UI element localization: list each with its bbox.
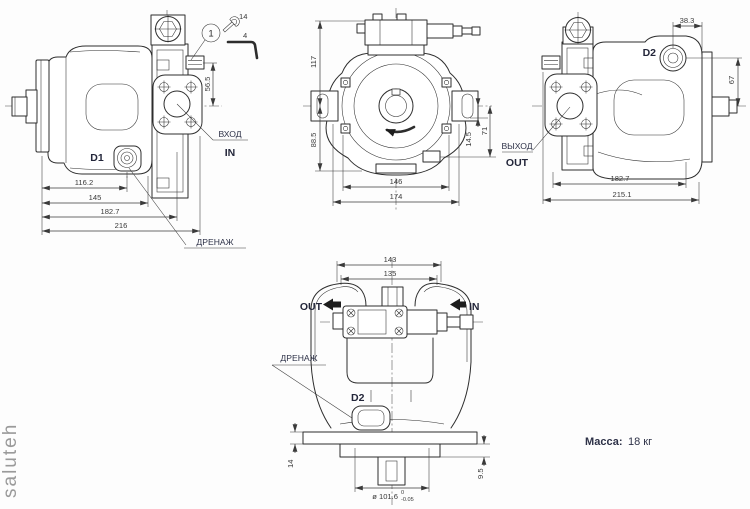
- outlet-label-en: OUT: [506, 157, 529, 169]
- watermark-text: saluteh: [0, 423, 21, 498]
- dim-diameter-tol-lower: -0.05: [401, 497, 414, 503]
- dim-9-5: 9.5: [476, 468, 485, 479]
- hex-key-icon: [226, 40, 259, 60]
- lower-right-port: [422, 150, 441, 163]
- side-port-left: [310, 90, 339, 122]
- dim-71: 71: [480, 127, 489, 135]
- dims-top-width: 143 135: [336, 255, 442, 285]
- dim-216: 216: [115, 221, 128, 230]
- d2-label: D2: [643, 47, 657, 59]
- outlet-leader: ВЫХОД OUT: [501, 106, 571, 169]
- dim-135: 135: [384, 269, 397, 278]
- drain-leader-top: ДРЕНАЖ: [271, 353, 353, 419]
- dim-67: 67: [727, 76, 736, 84]
- bottom-tab: [375, 163, 417, 174]
- dim-14: 14: [286, 460, 295, 468]
- dim-116-2: 116.2: [75, 178, 93, 187]
- d2-label-top: D2: [351, 392, 365, 404]
- out-label: OUT: [300, 301, 323, 313]
- keyway: [391, 88, 401, 96]
- dim-182-7-right: 182.7: [610, 174, 629, 183]
- fitting-threaded-right: [541, 55, 561, 70]
- outlet-label-ru: ВЫХОД: [501, 141, 532, 151]
- mass-label: Масса:: [585, 436, 623, 448]
- mass-value: 18 кг: [628, 436, 652, 448]
- control-valve-top-view: [332, 305, 474, 339]
- dim-56-5: 56.5: [203, 77, 212, 92]
- dim-117: 117: [309, 56, 318, 68]
- dims-left-view: 56.5 116.2 145 182.7 216: [41, 62, 217, 235]
- end-cap: [701, 51, 713, 163]
- adjust-screw-cap: [471, 26, 481, 36]
- dim-38-3: 38.3: [680, 16, 695, 25]
- drive-shaft-right: [711, 96, 738, 117]
- drain-port-d1: [113, 145, 142, 172]
- wrench-size-label: 14: [239, 12, 247, 21]
- mounting-flange-top: [302, 431, 478, 458]
- inlet-label-en: IN: [225, 147, 236, 159]
- dim-215-1: 215.1: [612, 190, 631, 199]
- view-side-left: ВХОД IN ДРЕНАЖ D1 56.5 116.2 145 182.7 2…: [5, 10, 259, 249]
- fitting-threaded: [185, 55, 205, 70]
- dim-182-7: 182.7: [100, 207, 119, 216]
- shaft-hub: [378, 88, 414, 124]
- hex-key-size-label: 4: [243, 31, 247, 40]
- dim-146: 146: [390, 177, 403, 186]
- dims-right-view: 38.3 67 182.7 215.1: [542, 16, 742, 204]
- inlet-label-ru: ВХОД: [218, 129, 241, 139]
- inlet-leader: ВХОД IN: [176, 103, 248, 159]
- dim-14-5: 14.5: [464, 132, 473, 147]
- screw-cap-top: [459, 314, 474, 330]
- adjust-screw-hex: [452, 25, 463, 37]
- callout-number: 1: [208, 29, 213, 40]
- screw-hex-top: [436, 312, 448, 332]
- dim-174: 174: [390, 192, 403, 201]
- shaft-end-bottom: [377, 456, 406, 486]
- tool-callout: 1 14 4: [190, 12, 259, 61]
- drive-shaft: [11, 89, 38, 124]
- view-front: 117 88.5 146 174 14.5 71: [303, 8, 496, 212]
- view-top: 143 135: [271, 255, 490, 505]
- drain-label: ДРЕНАЖ: [196, 237, 233, 247]
- dim-88-5: 88.5: [309, 133, 318, 148]
- drain-label-top: ДРЕНАЖ: [280, 353, 317, 363]
- dims-front-view: 117 88.5 146 174 14.5 71: [309, 20, 496, 206]
- view-side-right: D2 ВЫХОД OUT 38.3 67 182.7 215.1: [501, 12, 748, 204]
- drain-port-top: [351, 405, 391, 431]
- dim-143: 143: [384, 255, 397, 264]
- d1-label: D1: [90, 152, 104, 164]
- dims-top-bottom: 14 9.5 ø 101.6 0 -0.05: [286, 423, 490, 503]
- dim-diameter-tol-upper: 0: [401, 490, 404, 496]
- side-port-right: [451, 90, 479, 122]
- in-label: IN: [469, 301, 480, 313]
- notes: Масса: 18 кг saluteh: [0, 423, 652, 498]
- top-bolt-boss: [150, 14, 186, 46]
- dim-diameter: ø 101.6: [372, 492, 398, 501]
- rotation-arrow: [385, 125, 416, 137]
- housing-top: [310, 282, 472, 429]
- out-arrow-icon: [323, 298, 341, 311]
- pump-body: [47, 45, 153, 175]
- shaft-stub-top: [381, 286, 404, 308]
- dim-145: 145: [89, 193, 102, 202]
- pump-body-right: [592, 35, 703, 180]
- flow-labels: OUT IN: [300, 298, 480, 313]
- outlet-flange: [544, 73, 598, 137]
- control-valve-top: [356, 13, 481, 56]
- top-bolt-boss-right: [562, 16, 594, 45]
- housing-bolts: [340, 77, 452, 134]
- mounting-flange-front: [35, 59, 50, 153]
- wrench-icon: [222, 16, 240, 33]
- in-arrow-icon: [450, 298, 466, 311]
- d2-port: [659, 44, 687, 72]
